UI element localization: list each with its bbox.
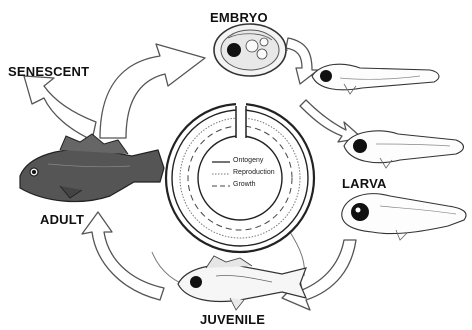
cycle-arrow-larva-inner xyxy=(300,100,362,142)
cycle-arrow-juvenile-to-adult xyxy=(82,212,164,300)
stage-label-senescent: SENESCENT xyxy=(8,64,89,79)
embryo-egg-illustration xyxy=(214,24,286,76)
stage-label-larva: LARVA xyxy=(342,176,387,191)
adult-fish-illustration xyxy=(20,134,164,202)
larva-fish-1-illustration xyxy=(312,64,439,94)
legend-label-reproduction: Reproduction xyxy=(233,169,275,176)
stage-label-juvenile: JUVENILE xyxy=(200,312,265,327)
cycle-arrow-adult-to-senescent xyxy=(24,76,96,140)
larva-fish-2-illustration xyxy=(344,131,464,168)
central-cycle xyxy=(166,100,314,252)
juvenile-fish-illustration xyxy=(178,256,306,310)
legend-label-growth: Growth xyxy=(233,181,256,188)
legend-label-ontogeny: Ontogeny xyxy=(233,157,263,164)
larva-fish-3-illustration xyxy=(342,194,466,240)
stage-label-adult: ADULT xyxy=(40,212,84,227)
stage-label-embryo: EMBRYO xyxy=(210,10,268,25)
